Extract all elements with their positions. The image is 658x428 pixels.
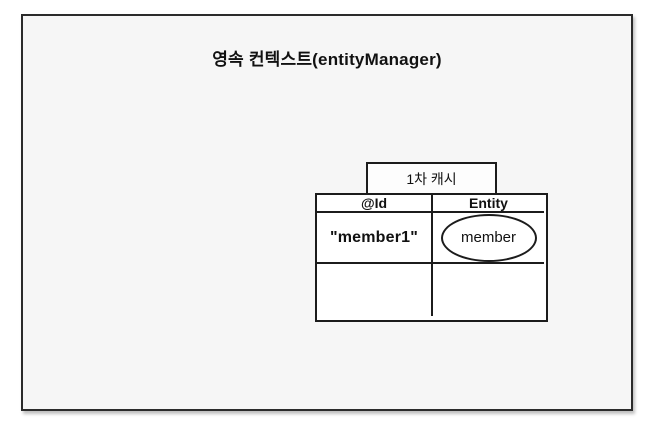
table-row: "member1" bbox=[317, 213, 433, 264]
id-value: "member1" bbox=[329, 228, 419, 246]
table-row-empty bbox=[433, 264, 544, 316]
persistence-context-title: 영속 컨텍스트(entityManager) bbox=[212, 50, 442, 69]
table-row-empty bbox=[317, 264, 433, 316]
cache-table: @Id Entity "member1" member bbox=[315, 193, 548, 322]
table-row: member bbox=[433, 213, 544, 264]
entity-label: member bbox=[460, 229, 516, 246]
table-header-entity: Entity bbox=[433, 195, 544, 213]
first-level-cache-label: 1차 캐시 bbox=[406, 170, 457, 187]
first-level-cache-box: 1차 캐시 bbox=[366, 162, 497, 195]
entity-oval: member bbox=[440, 213, 537, 262]
table-header-id: @Id bbox=[317, 195, 433, 213]
